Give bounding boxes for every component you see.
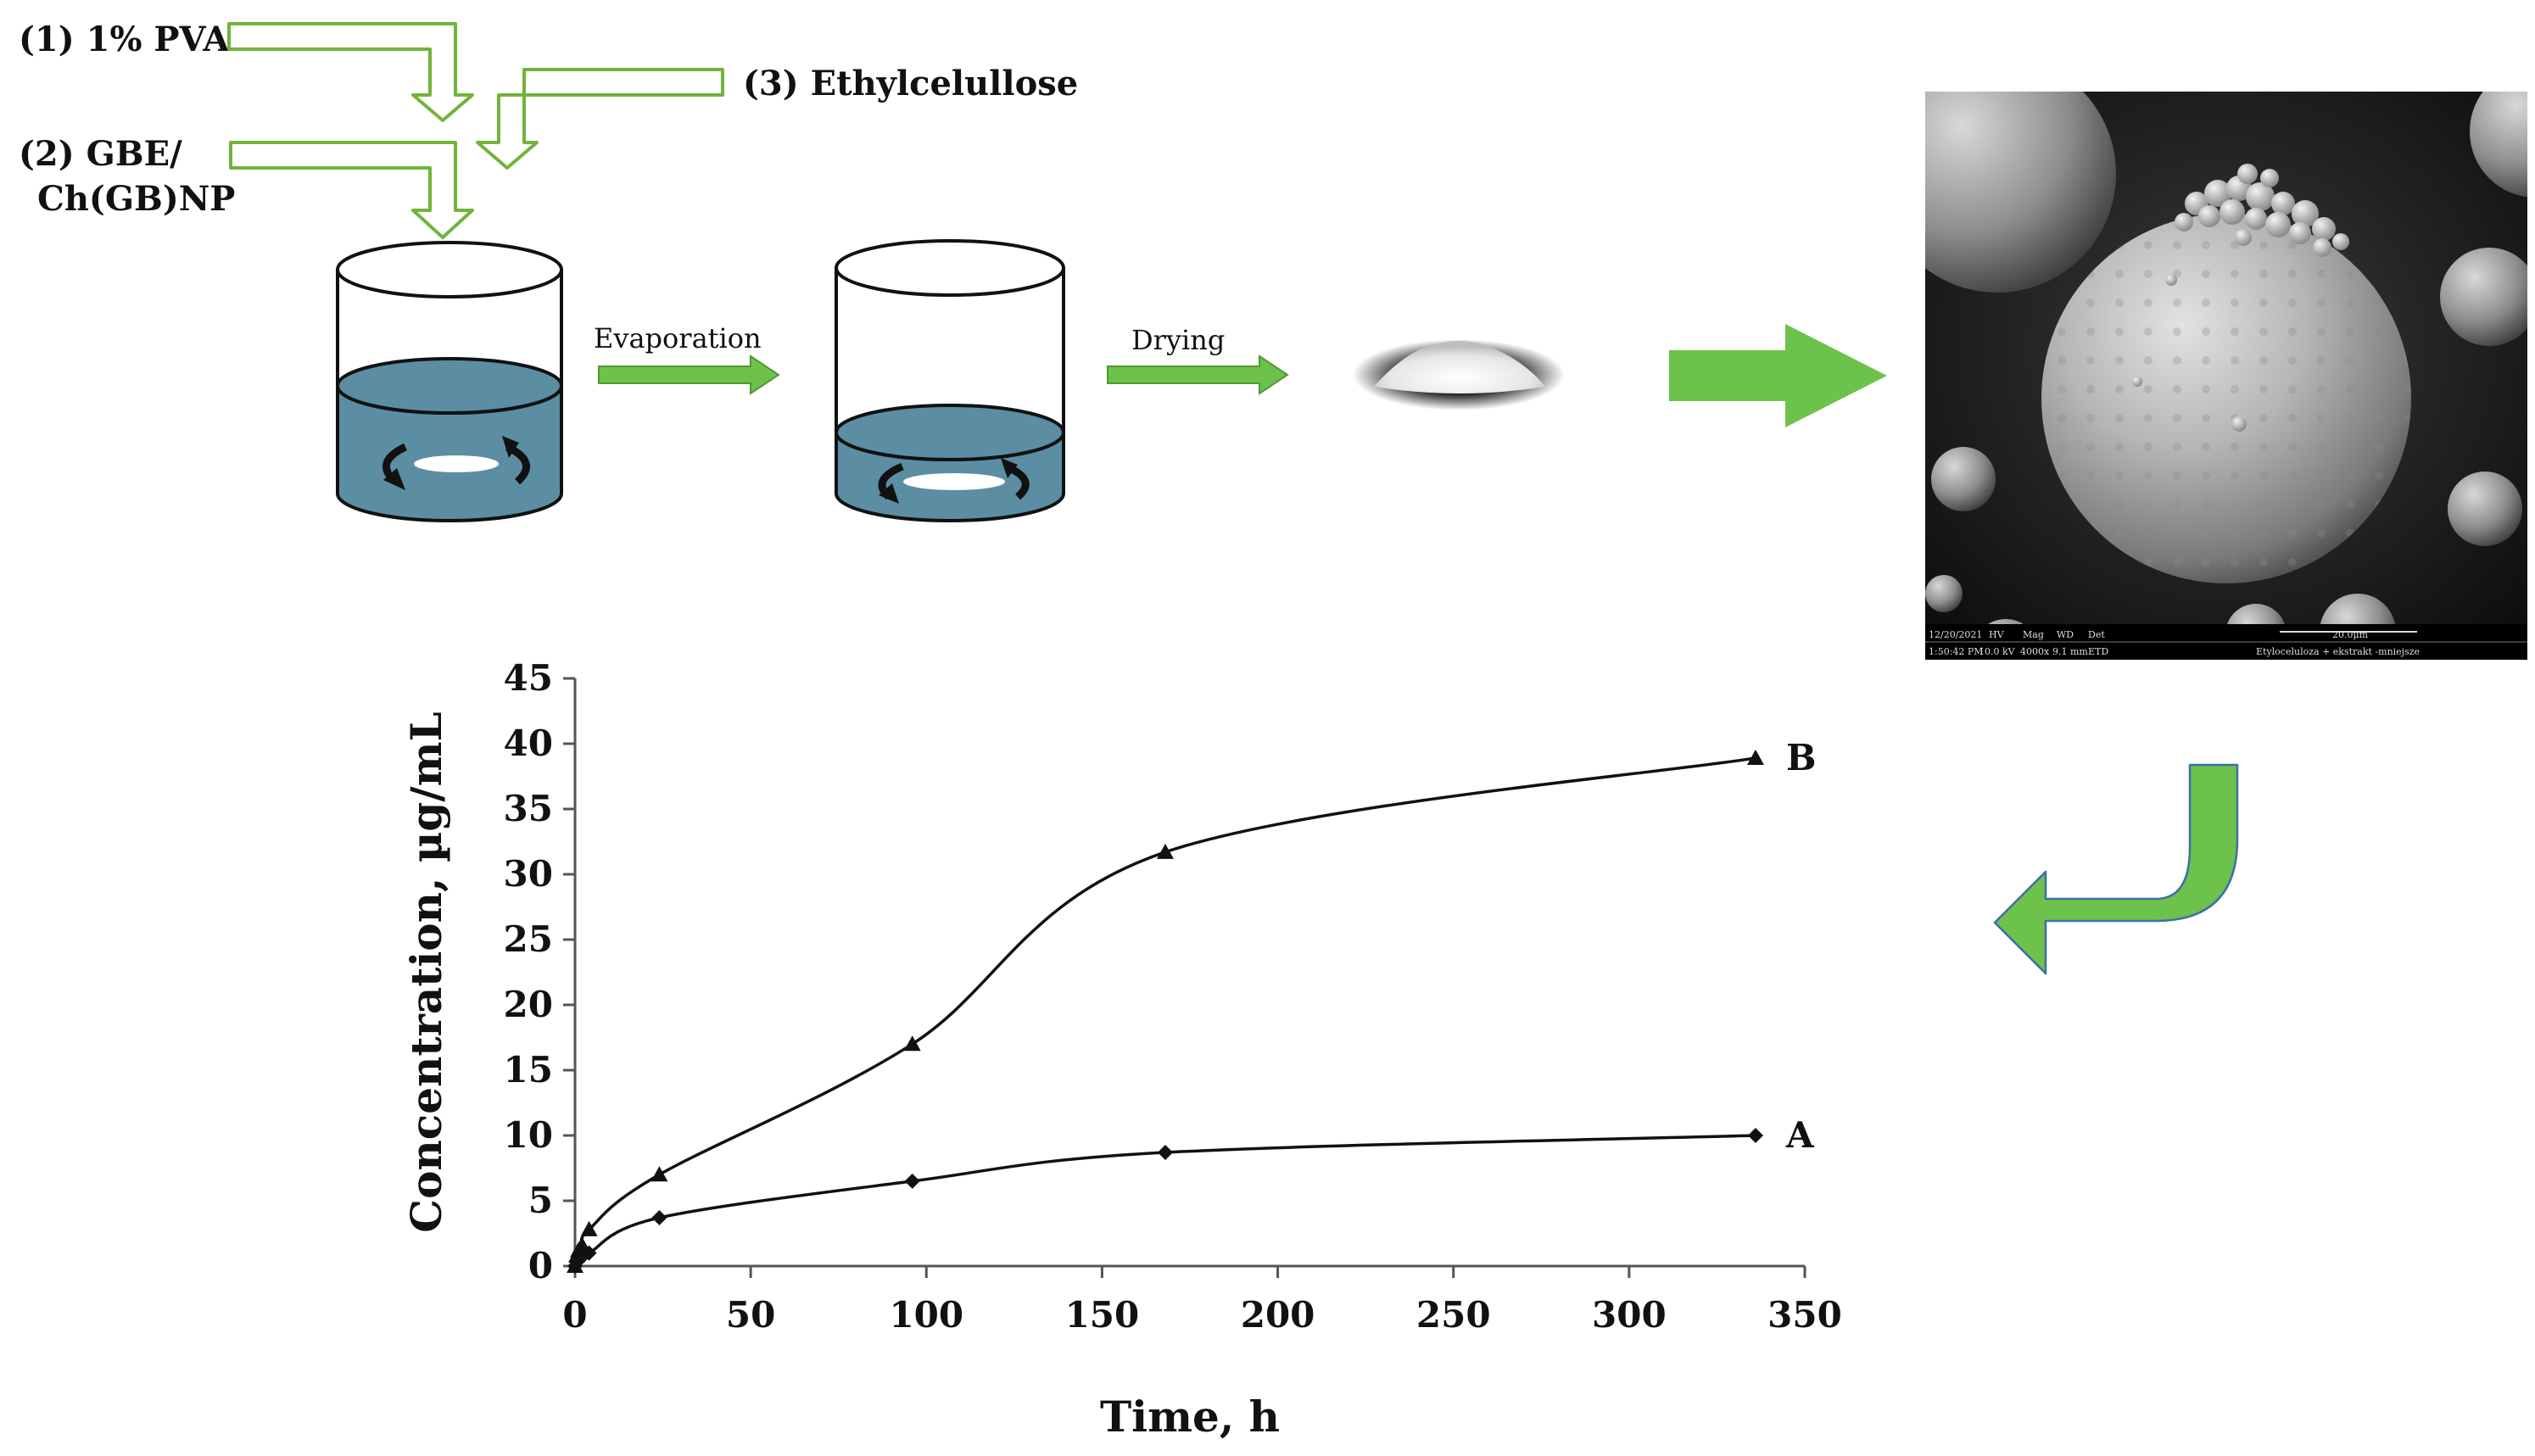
series-a-point bbox=[1748, 1128, 1763, 1143]
x-tick-label: 200 bbox=[1241, 1294, 1315, 1336]
green-arrow-drying bbox=[1107, 354, 1289, 395]
sem-time: 1:50:42 PM bbox=[1929, 646, 1984, 657]
x-tick-label: 150 bbox=[1065, 1294, 1140, 1336]
powder-pile bbox=[1353, 339, 1565, 410]
x-tick-label: 100 bbox=[889, 1294, 963, 1336]
y-tick-label: 20 bbox=[504, 984, 553, 1025]
sem-hv-label: HV bbox=[1989, 629, 2005, 640]
y-axis-label: Concentration, µg/mL bbox=[401, 711, 451, 1232]
series-a-label: A bbox=[1785, 1114, 1815, 1156]
series-b-point bbox=[573, 1236, 591, 1252]
label-step2-line2: Ch(GB)NP bbox=[37, 179, 235, 219]
sem-mag-label: Mag bbox=[2023, 629, 2044, 640]
y-tick-label: 35 bbox=[504, 788, 553, 829]
sem-date: 12/20/2021 bbox=[1929, 629, 1982, 640]
y-tick-label: 5 bbox=[528, 1180, 553, 1221]
bent-arrow-step1 bbox=[227, 22, 474, 122]
sem-det-label: Det bbox=[2088, 629, 2105, 640]
y-tick-label: 30 bbox=[504, 853, 553, 895]
bent-arrow-step3 bbox=[476, 68, 724, 170]
x-tick-label: 0 bbox=[562, 1294, 587, 1336]
curved-green-arrow-return bbox=[1993, 763, 2239, 975]
sem-scale-bar: 20.0μm bbox=[2332, 629, 2369, 640]
x-tick-label: 300 bbox=[1592, 1294, 1667, 1336]
series-b-point bbox=[651, 1166, 668, 1182]
x-tick-label: 350 bbox=[1767, 1294, 1842, 1336]
sem-wd-label: WD bbox=[2057, 629, 2074, 640]
sem-mag-value: 4000x bbox=[2020, 646, 2050, 657]
y-tick-labels: 0 5 10 15 20 25 30 35 40 45 bbox=[504, 657, 553, 1286]
series-a-point bbox=[651, 1210, 667, 1226]
series-b bbox=[567, 749, 1764, 1273]
series-a-point bbox=[904, 1173, 920, 1189]
bent-arrow-step2 bbox=[229, 141, 474, 239]
label-step1: (1) 1% PVA bbox=[19, 20, 230, 59]
y-tick-label: 45 bbox=[504, 657, 553, 699]
x-axis-label: Time, h bbox=[1100, 1392, 1280, 1442]
y-tick-label: 0 bbox=[528, 1245, 553, 1286]
green-arrow-evaporation bbox=[598, 354, 780, 395]
series-b-point bbox=[903, 1035, 921, 1052]
sem-micrograph: 12/20/2021 HV Mag WD Det 20.0μm 1:50:42 … bbox=[1925, 92, 2527, 660]
y-tick-label: 40 bbox=[504, 722, 553, 764]
series-b-point bbox=[567, 1258, 583, 1273]
series-a bbox=[567, 1128, 1763, 1274]
sem-det-value: ETD bbox=[2088, 646, 2108, 657]
stir-bar bbox=[414, 455, 499, 472]
series-b-point bbox=[580, 1220, 598, 1236]
beaker-2 bbox=[835, 239, 1065, 522]
series-b-label: B bbox=[1786, 737, 1817, 778]
series-b-point bbox=[1157, 843, 1174, 859]
y-tick-label: 25 bbox=[504, 918, 553, 960]
sem-hv-value: 10.0 kV bbox=[1979, 646, 2016, 657]
beaker-1 bbox=[336, 241, 563, 522]
stir-bar bbox=[903, 473, 1005, 490]
big-green-arrow-right bbox=[1669, 324, 1887, 427]
chart-axes bbox=[563, 677, 1806, 1278]
sem-wd-value: 9.1 mm bbox=[2052, 646, 2088, 657]
sem-sample-name: Etyloceluloza + ekstrakt -mniejsze bbox=[2256, 646, 2420, 657]
series-b-point bbox=[1747, 749, 1764, 765]
label-step3: (3) Ethylcelullose bbox=[743, 64, 1078, 103]
label-step2-line1: (2) GBE/ bbox=[19, 134, 182, 174]
series-b-line bbox=[573, 756, 1756, 1267]
series-a-point bbox=[1158, 1145, 1173, 1161]
release-chart: 0 5 10 15 20 25 30 35 40 45 0 50 100 150 200 250 300 350… bbox=[401, 657, 1842, 1442]
y-tick-label: 15 bbox=[504, 1049, 553, 1091]
label-evaporation: Evaporation bbox=[594, 322, 762, 354]
label-drying: Drying bbox=[1131, 324, 1225, 356]
x-tick-labels: 0 50 100 150 200 250 300 350 bbox=[562, 1294, 1841, 1336]
surface-particles bbox=[2132, 164, 2349, 432]
x-tick-label: 250 bbox=[1416, 1294, 1491, 1336]
x-tick-label: 50 bbox=[726, 1294, 775, 1336]
y-tick-label: 10 bbox=[504, 1114, 553, 1156]
